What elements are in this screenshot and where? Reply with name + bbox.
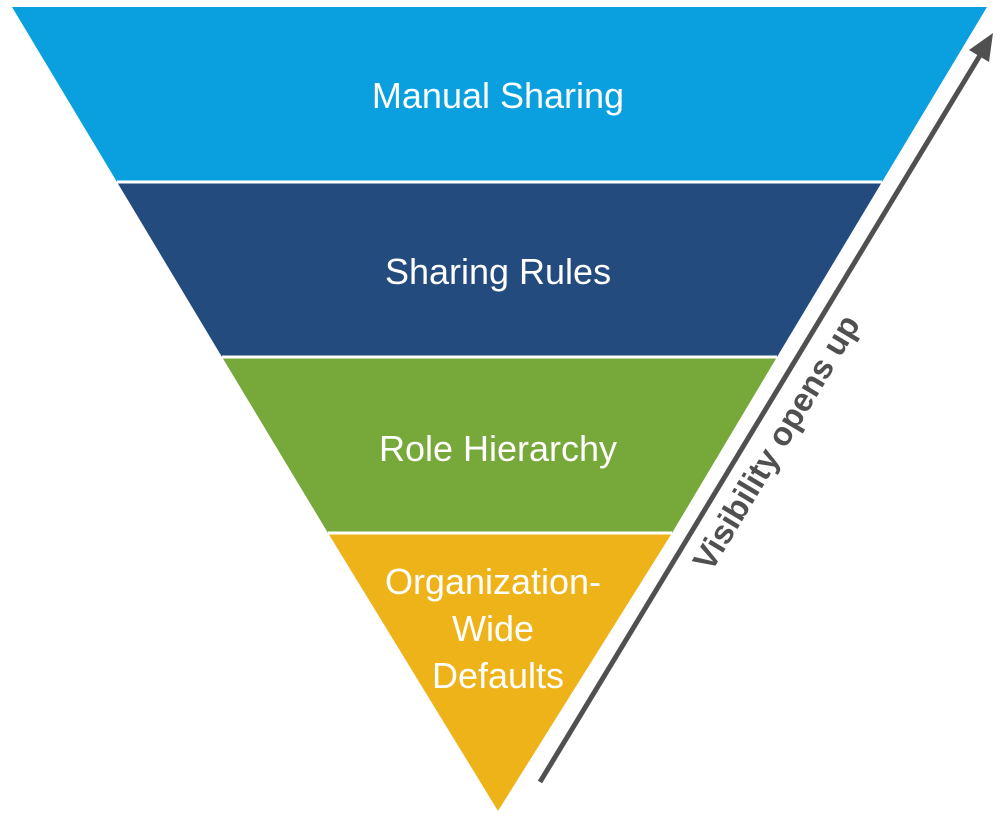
tier-owd-line-3: Defaults	[432, 655, 564, 696]
tier-manual-sharing-label: Manual Sharing	[372, 75, 624, 116]
tier-sharing-rules-label: Sharing Rules	[385, 251, 611, 292]
arrow-up-icon	[537, 50, 985, 784]
tier-manual-sharing	[12, 7, 987, 182]
tier-organization-wide-defaults	[328, 533, 672, 811]
tier-owd-line-2: Wide	[452, 608, 534, 649]
tier-role-hierarchy-label: Role Hierarchy	[379, 428, 617, 469]
tier-owd-line-1: Organization-	[385, 561, 601, 602]
tier-sharing-rules	[117, 182, 882, 357]
visibility-arrow	[537, 33, 993, 784]
tier-organization-wide-defaults-label: Organization- Wide Defaults	[385, 561, 611, 696]
tier-role-hierarchy	[222, 357, 777, 533]
arrowhead-icon	[969, 33, 993, 62]
